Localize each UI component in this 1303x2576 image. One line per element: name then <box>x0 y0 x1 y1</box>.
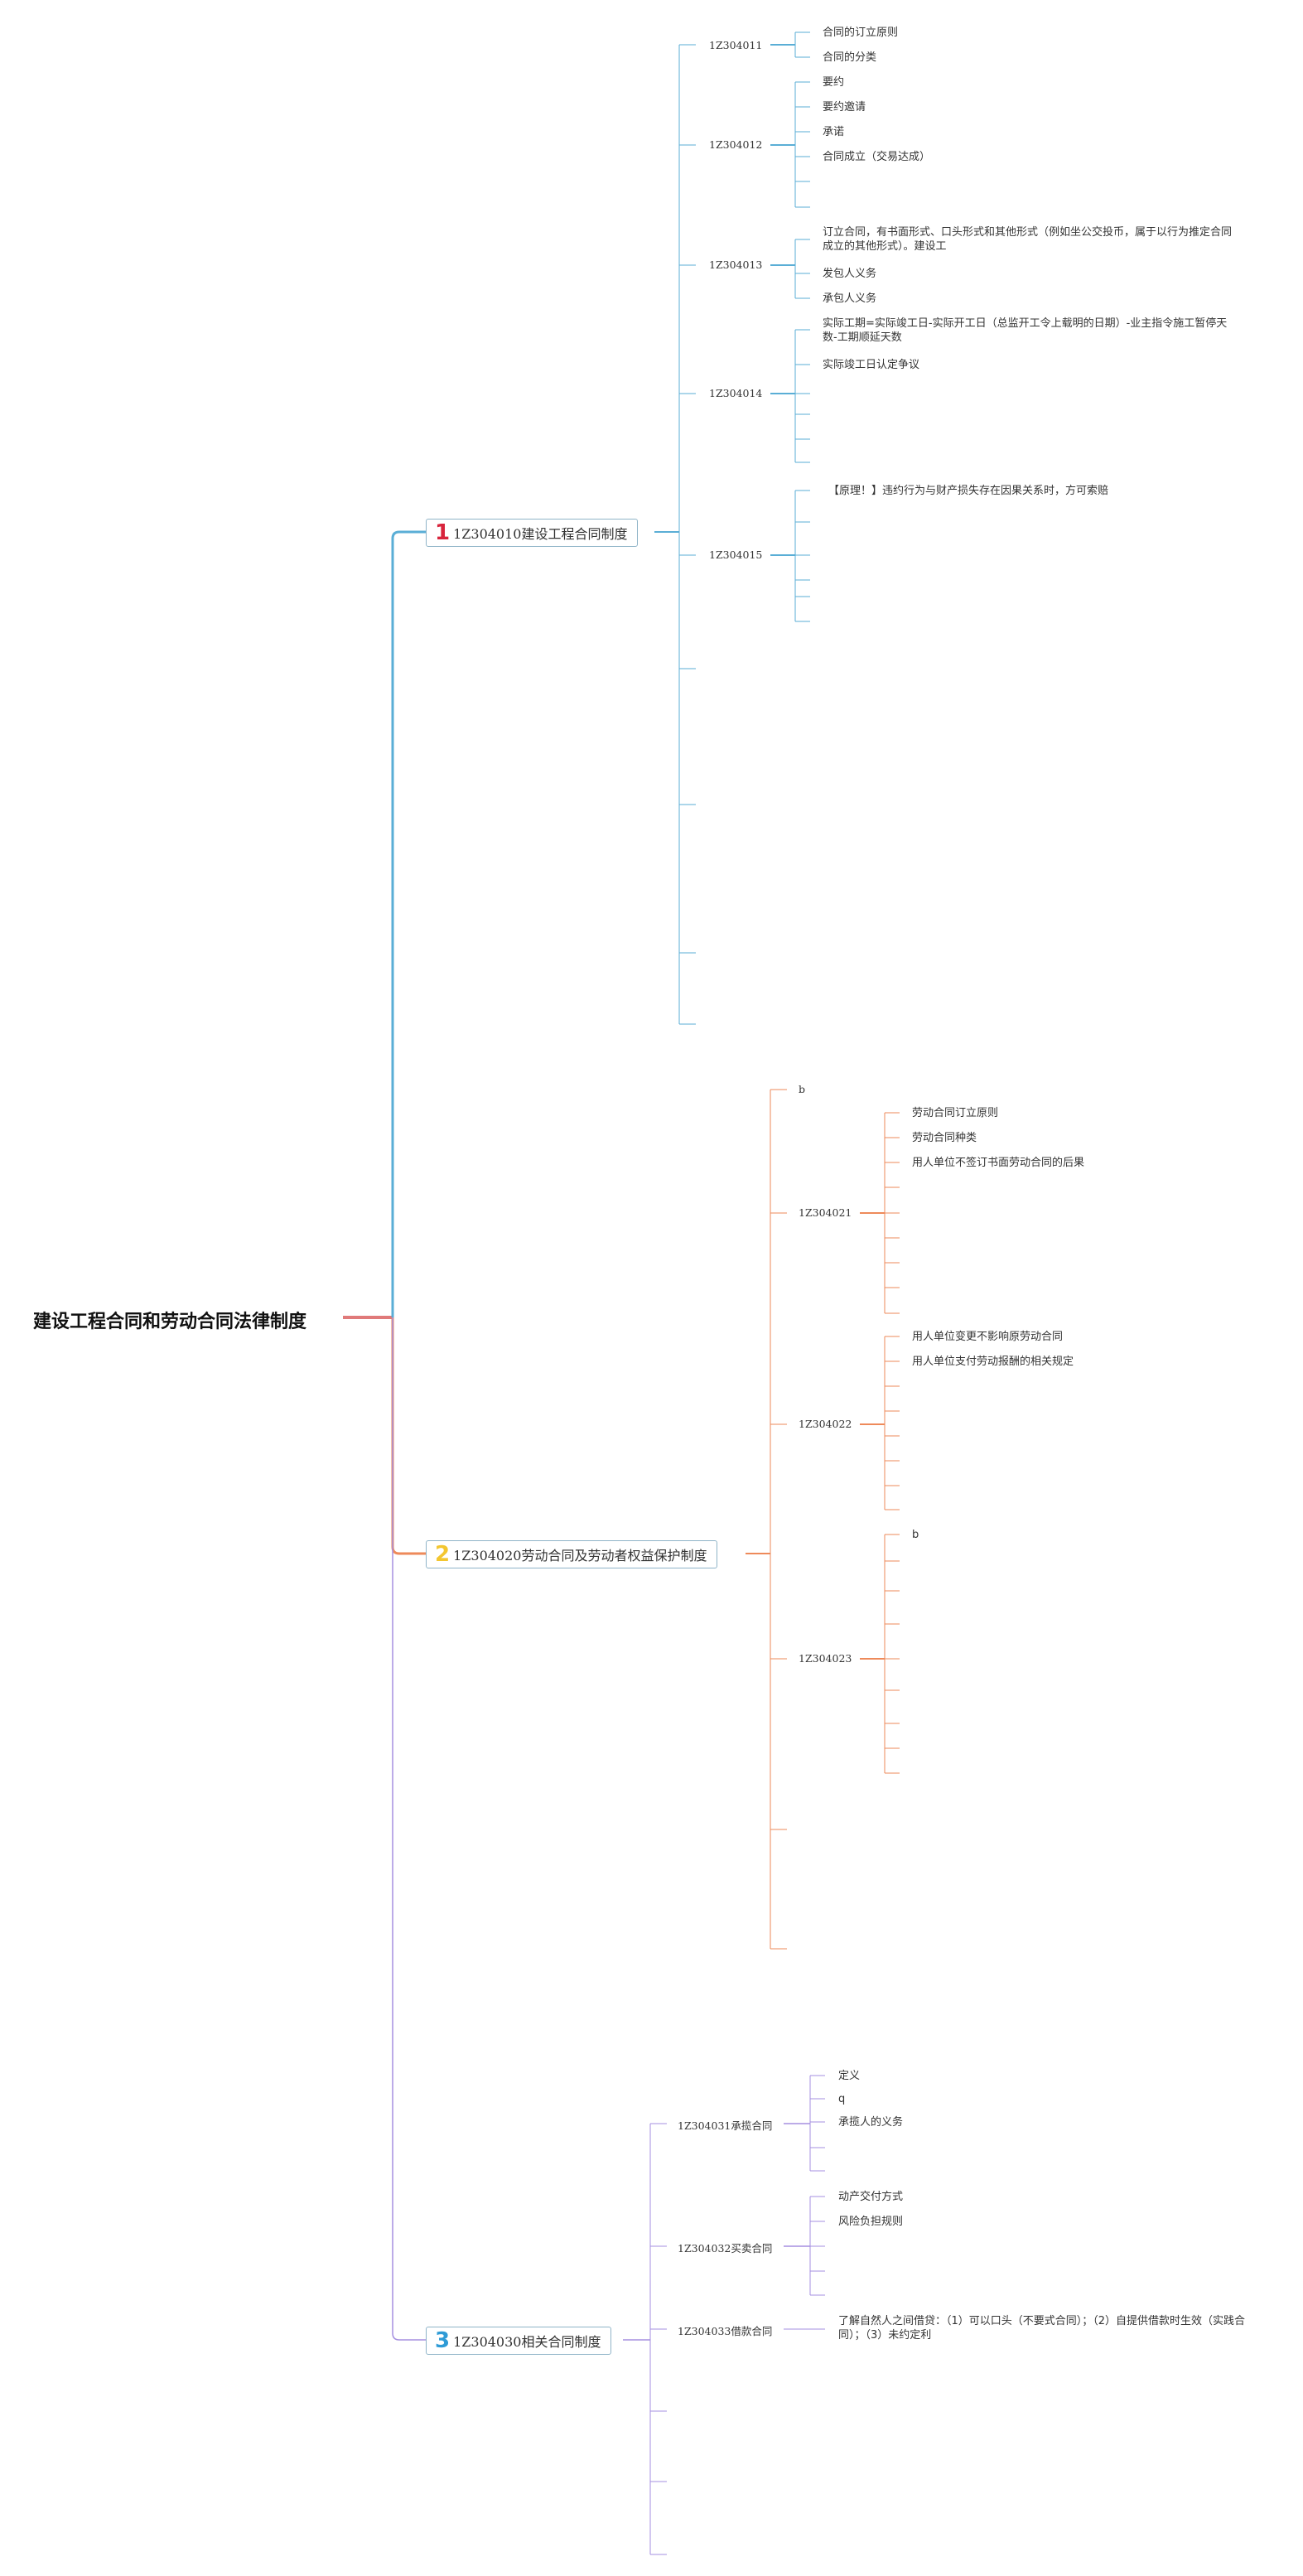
leaf-contract-formation[interactable]: 合同成立（交易达成） <box>823 151 931 163</box>
leaf-contractor-duties[interactable]: 承揽人的义务 <box>838 2116 904 2129</box>
leaf-claim-principle[interactable]: 【原理！】违约行为与财产损失存在因果关系时，方可索赔 <box>828 485 1109 497</box>
leaf-q[interactable]: q <box>838 2093 846 2105</box>
branch-topic-1[interactable]: 1 1Z304010建设工程合同制度 <box>426 519 639 547</box>
leaf-no-written-contract[interactable]: 用人单位不签订书面劳动合同的后果 <box>912 1157 1085 1169</box>
root-to-branch-3 <box>392 1317 426 2341</box>
subtopic-1z304014[interactable]: 1Z304014 <box>709 387 763 399</box>
subtopic-1z304032[interactable]: 1Z304032买卖合同 <box>678 2242 773 2255</box>
leaf-employer-change[interactable]: 用人单位变更不影响原劳动合同 <box>912 1331 1064 1343</box>
root-topic[interactable]: 建设工程合同和劳动合同法律制度 <box>33 1307 306 1333</box>
leaf-completion-dispute[interactable]: 实际竣工日认定争议 <box>823 359 920 371</box>
subtopic-1z304033[interactable]: 1Z304033借款合同 <box>678 2325 773 2337</box>
root-topic-label: 建设工程合同和劳动合同法律制度 <box>33 1312 307 1332</box>
leaf-labor-contract-principles[interactable]: 劳动合同订立原则 <box>912 1107 999 1119</box>
leaf-risk-rules[interactable]: 风险负担规则 <box>838 2216 904 2228</box>
leaf-contract-types[interactable]: 合同的分类 <box>823 51 877 64</box>
leaf-natural-person-loan[interactable]: 了解自然人之间借贷：（1）可以口头（不要式合同）；（2）自提供借款时生效（实践合… <box>838 2315 1246 2342</box>
subtopic-1z304013[interactable]: 1Z304013 <box>709 259 763 271</box>
leaf-definition[interactable]: 定义 <box>838 2070 861 2082</box>
subtopic-1z304011[interactable]: 1Z304011 <box>709 39 763 51</box>
leaf-employer-obligations[interactable]: 发包人义务 <box>823 268 877 280</box>
leaf-labor-pay[interactable]: 用人单位支付劳动报酬的相关规定 <box>912 1356 1074 1368</box>
branch-number-3: 3 <box>435 2328 451 2353</box>
subtopic-1z304012[interactable]: 1Z304012 <box>709 138 763 151</box>
branch-number-2: 2 <box>435 1542 451 1567</box>
leaf-contract-principles[interactable]: 合同的订立原则 <box>823 27 899 39</box>
subtopic-1z304023[interactable]: 1Z304023 <box>799 1652 852 1665</box>
leaf-offer[interactable]: 要约 <box>823 76 845 89</box>
leaf-labor-contract-types[interactable]: 劳动合同种类 <box>912 1132 977 1144</box>
leaf-actual-duration[interactable]: 实际工期=实际竣工日-实际开工日（总监开工令上载明的日期）-业主指令施工暂停天数… <box>823 317 1228 344</box>
leaf-offer-invitation[interactable]: 要约邀请 <box>823 101 866 114</box>
leaf-acceptance[interactable]: 承诺 <box>823 126 845 138</box>
leaf-b[interactable]: b <box>912 1529 919 1541</box>
branch-topic-3[interactable]: 3 1Z304030相关合同制度 <box>426 2327 612 2355</box>
subtopic-1z304022[interactable]: 1Z304022 <box>799 1418 852 1430</box>
branch-label-2: 1Z304020劳动合同及劳动者权益保护制度 <box>453 1548 707 1563</box>
subtopic-1z304015[interactable]: 1Z304015 <box>709 549 763 561</box>
subtopic-1z304021[interactable]: 1Z304021 <box>799 1206 852 1219</box>
branch-topic-2[interactable]: 2 1Z304020劳动合同及劳动者权益保护制度 <box>426 1540 718 1568</box>
branch-label-3: 1Z304030相关合同制度 <box>453 2334 601 2350</box>
leaf-movable-delivery[interactable]: 动产交付方式 <box>838 2191 904 2203</box>
subtopic-1z304031[interactable]: 1Z304031承揽合同 <box>678 2119 773 2132</box>
branch-label-1: 1Z304010建设工程合同制度 <box>453 526 628 542</box>
leaf-contract-form[interactable]: 订立合同，有书面形式、口头形式和其他形式（例如坐公交投币，属于以行为推定合同成立… <box>823 226 1233 253</box>
branch-number-1: 1 <box>435 520 451 545</box>
root-to-branch-1 <box>391 530 426 1317</box>
subtopic-b[interactable]: b <box>799 1083 806 1095</box>
root-to-branch-2 <box>391 1317 426 1555</box>
leaf-contractor-obligations[interactable]: 承包人义务 <box>823 292 877 305</box>
